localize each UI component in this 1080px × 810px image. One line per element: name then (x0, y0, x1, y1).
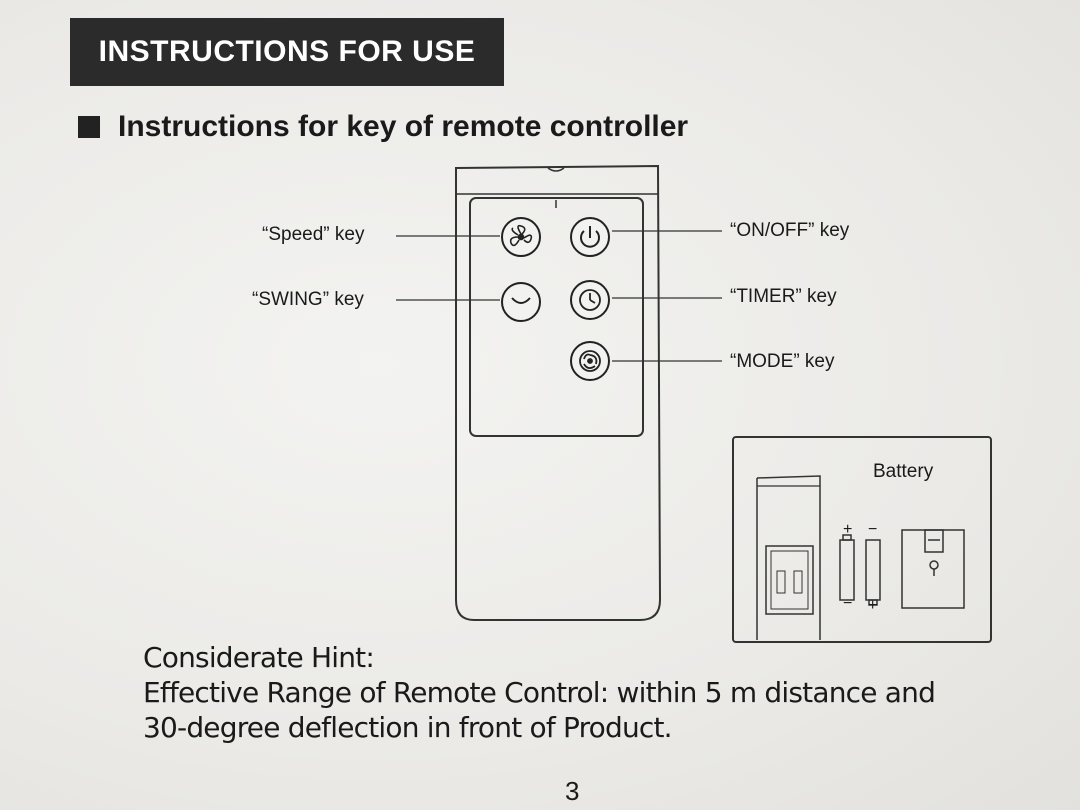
battery-minus-sign-bottom: − (843, 595, 853, 612)
swing-key-label: “SWING” key (252, 289, 364, 310)
speed-key-button[interactable] (501, 217, 541, 257)
fan-icon (509, 224, 533, 247)
speed-key-label: “Speed” key (262, 224, 365, 245)
mode-key-label: “MODE” key (730, 351, 835, 372)
hint-line-1: Effective Range of Remote Control: withi… (143, 676, 936, 709)
mode-key-button[interactable] (570, 341, 610, 381)
header-title: INSTRUCTIONS FOR USE (98, 35, 476, 68)
hint-heading: Considerate Hint: (143, 641, 375, 674)
timer-key-label: “TIMER” key (730, 286, 837, 307)
timer-icon (579, 289, 601, 311)
on-off-key-button[interactable] (570, 217, 610, 257)
timer-key-button[interactable] (570, 280, 610, 320)
hint-line-2: 30-degree deflection in front of Product… (143, 711, 673, 744)
page-header: INSTRUCTIONS FOR USE (70, 18, 504, 86)
page-number: 3 (565, 776, 580, 806)
battery-compartment (765, 545, 814, 615)
battery-plus-sign-bottom: + (868, 597, 878, 614)
mode-icon (579, 350, 601, 372)
section-heading: Instructions for key of remote controlle… (78, 110, 688, 144)
battery-icon (839, 534, 881, 606)
hint-block: Considerate Hint: Effective Range of Rem… (143, 640, 936, 745)
key-panel (469, 197, 644, 437)
swing-key-button[interactable] (501, 282, 541, 322)
battery-cover-icon (901, 529, 965, 609)
remote-back-outline (756, 475, 821, 640)
section-title-text: Instructions for key of remote controlle… (118, 110, 689, 143)
battery-diagram-box (732, 436, 992, 643)
swing-icon (511, 297, 531, 304)
battery-plus-sign: + (843, 521, 853, 538)
remote-body (455, 164, 662, 621)
battery-label: Battery (873, 461, 934, 482)
square-bullet-icon (78, 116, 100, 138)
battery-minus-sign: − (868, 521, 878, 538)
power-icon (580, 226, 600, 248)
on-off-key-label: “ON/OFF” key (730, 220, 850, 241)
